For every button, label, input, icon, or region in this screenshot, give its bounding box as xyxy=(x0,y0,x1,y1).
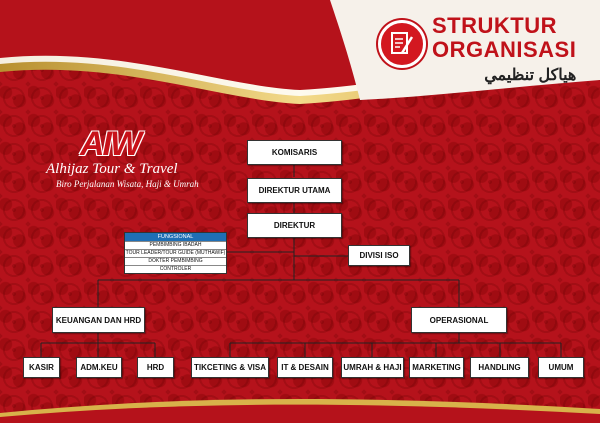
node-umrah-haji: UMRAH & HAJI xyxy=(341,357,404,378)
logo-tagline: Biro Perjalanan Wisata, Haji & Umrah xyxy=(56,179,199,189)
node-umum: UMUM xyxy=(538,357,584,378)
fungsional-title: FUNGSIONAL xyxy=(125,233,226,241)
node-keuangan-hrd: KEUANGAN DAN HRD xyxy=(52,307,145,333)
gold-footer-wave xyxy=(0,399,600,423)
node-operasional: OPERASIONAL xyxy=(411,307,507,333)
node-divisi-iso: DIVISI ISO xyxy=(348,245,410,266)
fungsional-item: TOUR LEADER/TOUR GUIDE (MUTHAWIF) xyxy=(125,249,226,256)
title-line-2: ORGANISASI xyxy=(432,37,577,62)
fungsional-panel: FUNGSIONAL PEMBIMBING IBADAH TOUR LEADER… xyxy=(124,232,227,274)
gold-header-wave xyxy=(0,0,600,104)
company-logo: AIW Alhijaz Tour & Travel Biro Perjalana… xyxy=(40,125,200,195)
node-kasir: KASIR xyxy=(23,357,60,378)
title-line-1: STRUKTUR xyxy=(432,13,557,38)
fungsional-item: PEMBIMBING IBADAH xyxy=(125,241,226,249)
fungsional-item: CONTROLER xyxy=(125,265,226,273)
node-marketing: MARKETING xyxy=(409,357,464,378)
logo-mark: AIW xyxy=(80,125,142,163)
document-pen-icon xyxy=(378,20,426,68)
node-handling: HANDLING xyxy=(470,357,529,378)
logo-name: Alhijaz Tour & Travel xyxy=(46,161,178,177)
node-hrd: HRD xyxy=(137,357,174,378)
node-it-desain: IT & DESAIN xyxy=(277,357,333,378)
page-title: STRUKTUR ORGANISASI هياكل تنظيمي xyxy=(432,14,576,88)
node-adm-keu: ADM.KEU xyxy=(76,357,122,378)
node-ticketing-visa: TIKCETING & VISA xyxy=(191,357,269,378)
title-arabic: هياكل تنظيمي xyxy=(484,67,577,84)
node-direktur-utama: DIREKTUR UTAMA xyxy=(247,178,342,203)
node-direktur: DIREKTUR xyxy=(247,213,342,238)
node-komisaris: KOMISARIS xyxy=(247,140,342,165)
fungsional-item: DOKTER PEMBIMBING xyxy=(125,257,226,265)
